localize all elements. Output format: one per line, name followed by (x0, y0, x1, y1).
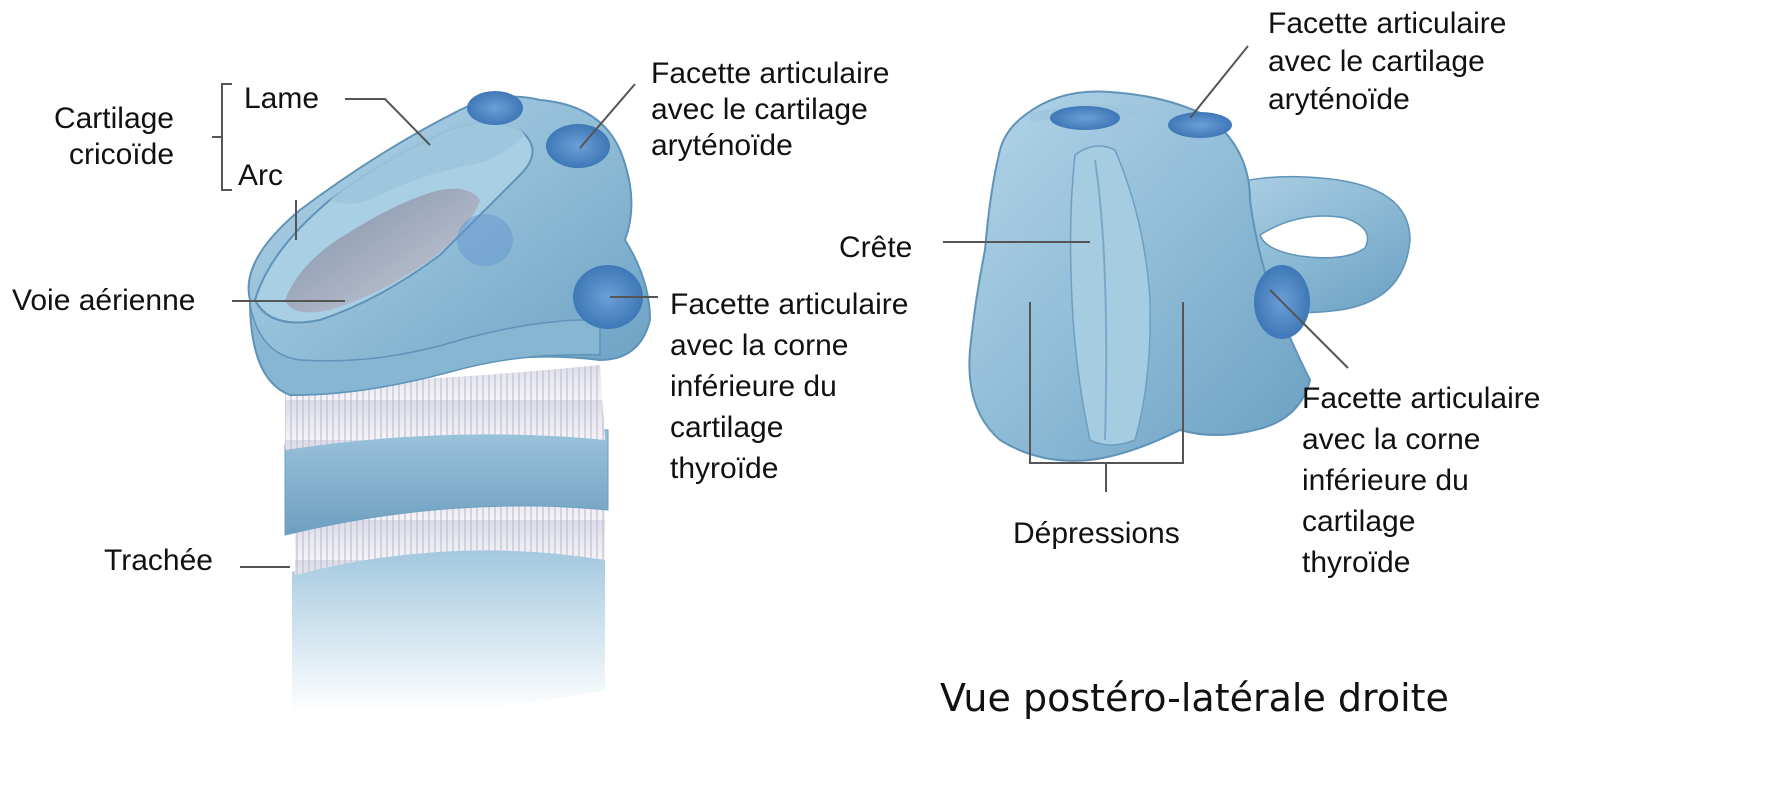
label-cartilage-cricoide: Cartilage cricoïde (44, 101, 174, 173)
label-lame: Lame (244, 81, 319, 117)
label-arc: Arc (238, 158, 283, 194)
label-line: Facette articulaire (1302, 378, 1540, 419)
label-line: cartilage (1302, 501, 1540, 542)
label-facette-arytenoide-right: Facette articulaire avec le cartilage ar… (1268, 5, 1506, 119)
label-line: avec la corne (670, 325, 908, 366)
left-cricoid-trachea (249, 91, 650, 713)
inner-facet-shadow (457, 214, 513, 266)
label-facette-arytenoide-left: Facette articulaire avec le cartilage ar… (651, 56, 889, 164)
label-line: Facette articulaire (670, 284, 908, 325)
leader-facette-aryt-right (1190, 46, 1248, 118)
label-line: avec la corne (1302, 419, 1540, 460)
arytenoid-facet-right-2 (1168, 112, 1232, 138)
label-line: inférieure du (1302, 460, 1540, 501)
arytenoid-facet-left-1 (467, 91, 523, 125)
label-crete: Crête (839, 230, 912, 266)
arytenoid-facet-left-2 (546, 124, 610, 168)
label-line: Cartilage (44, 101, 174, 137)
bracket-cricoid (212, 84, 232, 190)
view-caption: Vue postéro-latérale droite (940, 676, 1449, 720)
label-trachee: Trachée (104, 543, 213, 579)
label-line: avec le cartilage (651, 92, 889, 128)
label-line: inférieure du (670, 366, 908, 407)
label-line: aryténoïde (651, 128, 889, 164)
label-line: Facette articulaire (1268, 5, 1506, 43)
label-voie-aerienne: Voie aérienne (12, 283, 196, 319)
label-facette-thyroide-left: Facette articulaire avec la corne inféri… (670, 284, 908, 489)
label-line: avec le cartilage (1268, 43, 1506, 81)
label-line: cartilage (670, 407, 908, 448)
label-facette-thyroide-right: Facette articulaire avec la corne inféri… (1302, 378, 1540, 583)
label-line: Facette articulaire (651, 56, 889, 92)
label-line: thyroïde (670, 448, 908, 489)
label-depressions: Dépressions (1013, 516, 1180, 552)
label-line: cricoïde (44, 137, 174, 173)
label-line: thyroïde (1302, 542, 1540, 583)
arytenoid-facet-right-1 (1050, 106, 1120, 130)
label-line: aryténoïde (1268, 81, 1506, 119)
